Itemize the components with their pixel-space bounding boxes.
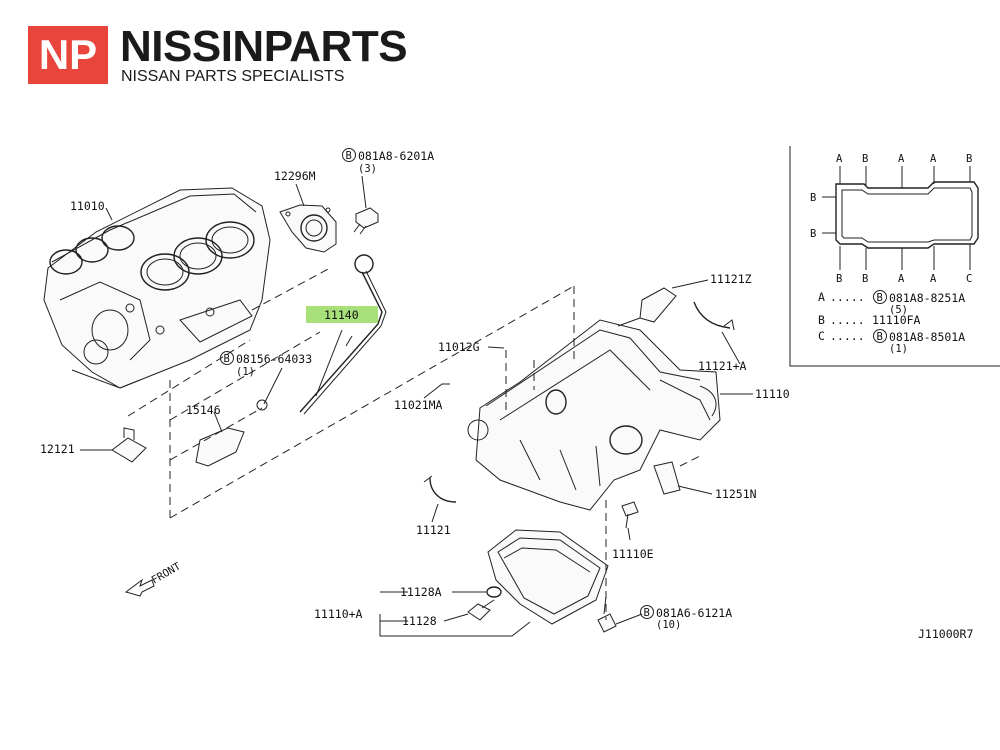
- label-11121a[interactable]: 11121+A: [698, 359, 747, 373]
- bolt-pattern-inset: [789, 146, 1000, 367]
- label-11110e[interactable]: 11110E: [612, 547, 654, 561]
- legend-part-a: 081A8-8251A: [889, 291, 965, 305]
- label-11012g[interactable]: 11012G: [438, 340, 480, 354]
- label-08156-64033[interactable]: B 08156-64033 (1): [220, 351, 313, 379]
- label-11010[interactable]: 11010: [70, 199, 105, 213]
- legend-key-b: B: [818, 313, 825, 327]
- label-11140[interactable]: 11140: [324, 308, 359, 322]
- inset-left-letter-2: B: [810, 228, 816, 240]
- diagram-code: J11000R7: [918, 627, 973, 641]
- leader-lines: [80, 175, 753, 637]
- part-081a8-6201a: 081A8-6201A: [358, 149, 434, 163]
- label-12296m[interactable]: 12296M: [274, 169, 316, 183]
- brand-name: NISSINPARTS: [120, 22, 408, 71]
- bracket-illustration[interactable]: [195, 399, 268, 467]
- front-arrow-icon: [124, 578, 155, 597]
- legend-row-c[interactable]: C ..... B 081A8-8501A (1): [818, 329, 965, 355]
- brand-tagline: NISSAN PARTS SPECIALISTS: [121, 68, 345, 85]
- circled-b-icon: B: [224, 353, 230, 365]
- rear-seal-illustration[interactable]: [279, 204, 337, 253]
- inset-top-letter-1: A: [836, 153, 843, 165]
- label-081a6-6121a[interactable]: B 081A6-6121A (10): [640, 605, 733, 632]
- label-11121z[interactable]: 11121Z: [710, 272, 752, 286]
- inset-bottom-letter-4: A: [930, 273, 937, 285]
- label-11110[interactable]: 11110: [755, 387, 790, 401]
- part-081a6-6121a: 081A6-6121A: [656, 606, 732, 620]
- engine-block-illustration[interactable]: [43, 187, 271, 389]
- part-08156-64033: 08156-64033: [236, 352, 312, 366]
- legend-qty-c: (1): [889, 343, 908, 355]
- inset-bottom-letter-1: B: [836, 273, 842, 285]
- legend-qty-a: (5): [889, 304, 908, 316]
- inset-top-letter-5: B: [966, 153, 972, 165]
- bolt-top-illustration[interactable]: [353, 207, 379, 235]
- upper-oil-pan-illustration[interactable]: [467, 319, 721, 511]
- circled-b-icon: B: [877, 292, 883, 304]
- label-11128a[interactable]: 11128A: [400, 585, 442, 599]
- legend-dots-c: .....: [830, 329, 865, 343]
- legend-key-a: A: [818, 290, 825, 304]
- label-15146[interactable]: 15146: [186, 403, 221, 417]
- inset-bottom-letter-2: B: [862, 273, 868, 285]
- legend-dots-b: .....: [830, 313, 865, 327]
- label-11110a[interactable]: 11110+A: [314, 607, 363, 621]
- bolt-e-illustration[interactable]: [621, 501, 639, 529]
- legend-row-a[interactable]: A ..... B 081A8-8251A (5): [818, 290, 965, 316]
- legend-key-c: C: [818, 329, 825, 343]
- baffle-right-illustration[interactable]: [693, 301, 735, 331]
- inset-bottom-letter-3: A: [898, 273, 905, 285]
- bolt-bottom-illustration[interactable]: [597, 595, 617, 633]
- drain-plug-illustration[interactable]: [467, 599, 495, 621]
- label-11121[interactable]: 11121: [416, 523, 451, 537]
- front-label: FRONT: [150, 560, 184, 587]
- circled-b-icon: B: [644, 607, 650, 619]
- inset-top-letter-4: A: [930, 153, 937, 165]
- logo-mark: NP: [28, 26, 108, 84]
- qty-081a8-6201a: (3): [358, 163, 377, 175]
- inset-bottom-letter-5: C: [966, 273, 972, 285]
- legend-part-b: 11110FA: [872, 313, 921, 327]
- legend-row-b[interactable]: B ..... 11110FA: [818, 313, 921, 327]
- legend-dots-a: .....: [830, 290, 865, 304]
- washer-illustration[interactable]: [486, 586, 502, 598]
- assembly-dashed-lines: [127, 267, 701, 620]
- dipstick-illustration[interactable]: [299, 254, 387, 415]
- highlight-11140: [306, 306, 378, 323]
- label-11251n[interactable]: 11251N: [715, 487, 757, 501]
- legend-part-c: 081A8-8501A: [889, 330, 965, 344]
- circled-b-icon: B: [346, 150, 352, 162]
- circled-b-icon: B: [877, 331, 883, 343]
- inset-top-letter-2: B: [862, 153, 868, 165]
- qty-08156-64033: (1): [236, 366, 255, 378]
- qty-081a6-6121a: (10): [656, 619, 681, 631]
- baffle-top-illustration[interactable]: [617, 287, 677, 327]
- baffle-left-illustration[interactable]: [423, 475, 457, 503]
- inset-left-letter-1: B: [810, 192, 816, 204]
- label-12121[interactable]: 12121: [40, 442, 75, 456]
- label-081a8-6201a[interactable]: B 081A8-6201A (3): [342, 148, 435, 176]
- inset-top-letter-3: A: [898, 153, 905, 165]
- label-11021ma[interactable]: 11021MA: [394, 398, 443, 412]
- gasket-plate-illustration[interactable]: [653, 461, 681, 495]
- label-11128[interactable]: 11128: [402, 614, 437, 628]
- lower-oil-pan-illustration[interactable]: [487, 529, 609, 625]
- sensor-illustration[interactable]: [111, 427, 147, 463]
